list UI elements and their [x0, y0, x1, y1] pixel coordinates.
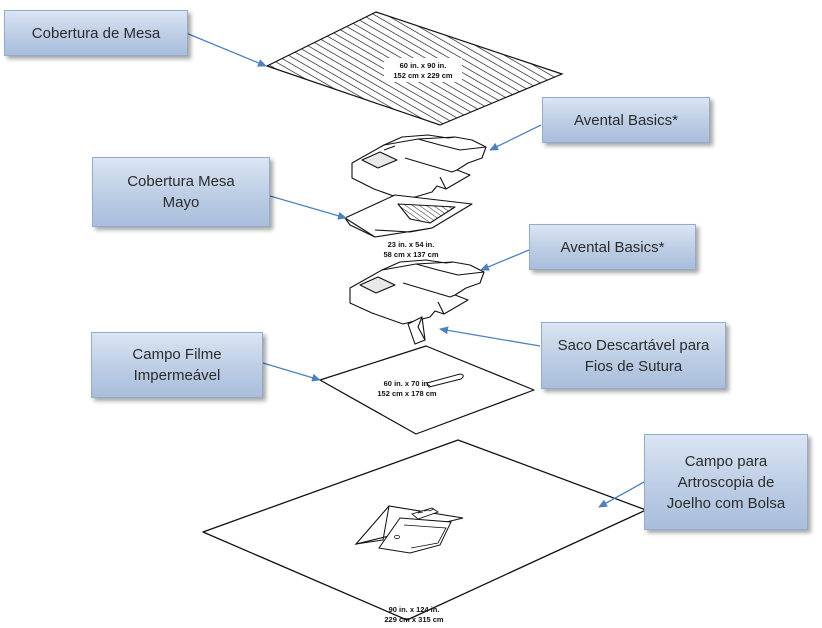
callout-film-drape: Campo Filme Impermeável	[91, 332, 263, 398]
film-drape: 60 in. x 70 in. 152 cm x 178 cm	[319, 345, 535, 435]
film-drape-dim-in: 60 in. x 70 in.	[384, 379, 431, 388]
knee-arthroscopy-drape: 90 in. x 124 in. 229 cm x 315 cm	[202, 439, 647, 624]
table-cover-dim-cm: 152 cm x 229 cm	[393, 71, 453, 80]
table-cover-dim-in: 60 in. x 90 in.	[400, 61, 447, 70]
callout-gown-2-label: Avental Basics*	[560, 238, 665, 256]
callout-suture-bag-label: Saco Descartável para Fios de Sutura	[557, 336, 710, 375]
suture-bag	[407, 316, 426, 345]
callout-table-cover: Cobertura de Mesa	[4, 10, 188, 56]
table-cover-drape: 60 in. x 90 in. 152 cm x 229 cm	[265, 11, 564, 126]
callout-film-drape-label: Campo Filme Impermeável	[132, 346, 222, 384]
mayo-cover-dim-cm: 58 cm x 137 cm	[383, 250, 438, 259]
arrow-gown-1	[489, 124, 542, 151]
callout-table-cover-label: Cobertura de Mesa	[31, 24, 161, 42]
callout-mayo-cover: Cobertura Mesa Mayo	[92, 157, 270, 227]
gown-2	[349, 259, 485, 325]
arrow-table-cover	[185, 32, 267, 67]
callout-arrows	[185, 32, 645, 508]
callout-gown-2: Avental Basics*	[529, 224, 696, 270]
callout-mayo-cover-label: Cobertura Mesa Mayo	[127, 173, 235, 211]
arrow-mayo-cover	[269, 195, 347, 220]
film-drape-dim-cm: 152 cm x 178 cm	[377, 389, 437, 398]
mayo-cover-dim-in: 23 in. x 54 in.	[388, 240, 435, 249]
callout-gown-1-label: Avental Basics*	[574, 111, 678, 129]
knee-drape-dim-cm: 229 cm x 315 cm	[384, 615, 444, 624]
arrow-suture-bag	[439, 326, 541, 347]
arrow-knee-drape	[598, 481, 645, 508]
callout-gown-1: Avental Basics*	[542, 97, 710, 143]
callout-knee-drape: Campo para Artroscopia de Joelho com Bol…	[644, 434, 808, 530]
callout-suture-bag: Saco Descartável para Fios de Sutura	[541, 322, 726, 389]
arrow-film-drape	[262, 362, 321, 382]
callout-knee-drape-label: Campo para Artroscopia de Joelho com Bol…	[666, 452, 786, 512]
arrow-gown-2	[480, 249, 530, 271]
gown-1	[351, 134, 487, 201]
knee-drape-dim-in: 90 in. x 124 in.	[389, 605, 440, 614]
mayo-stand-cover: 23 in. x 54 in. 58 cm x 137 cm	[344, 194, 473, 259]
